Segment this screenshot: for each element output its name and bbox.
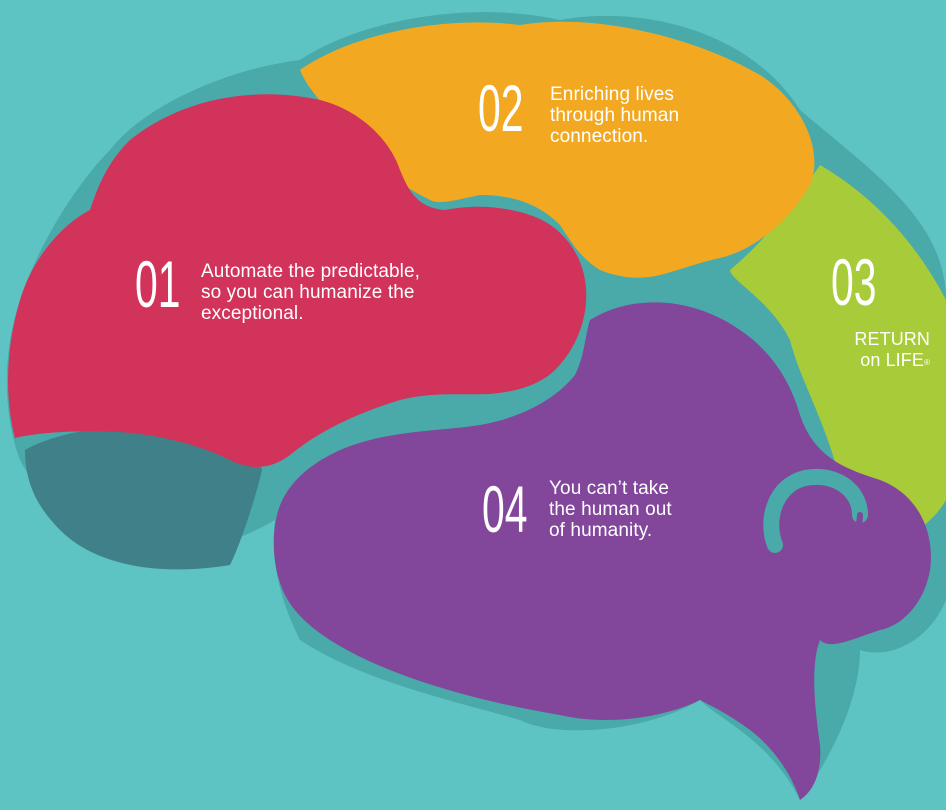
lobe-01-shape (8, 94, 587, 467)
lobe-03-caption: RETURN on LIFE® (808, 329, 930, 371)
registered-mark: ® (924, 358, 930, 367)
lobe-02-caption: Enriching lives through human connection… (550, 84, 679, 147)
lobe-04-line-1: You can’t take (549, 478, 670, 499)
lobe-04-number: 04 (482, 472, 528, 546)
lobe-03-number: 03 (831, 245, 877, 319)
lobe-04-shape (273, 302, 931, 800)
brainstem-lobe (25, 426, 262, 570)
lobe-04-caption: You can’t take the human out of humanity… (549, 478, 672, 541)
lobe-03-shape (730, 165, 946, 545)
lobe-03-line-2-wrap: on LIFE® (808, 350, 930, 371)
lobe-02-line-2: through human (550, 105, 680, 126)
lobe-03-line-2: on LIFE (860, 350, 924, 370)
lobe-03-line-1: RETURN (854, 329, 930, 349)
lobe-01-line-3: exceptional. (201, 303, 304, 324)
lobe-01-line-1: Automate the predictable, (201, 261, 421, 282)
lobe-04-swirl-inner (839, 512, 863, 543)
lobe-01-caption: Automate the predictable, so you can hum… (201, 261, 420, 324)
lobe-04-line-2: the human out (549, 499, 672, 520)
lobe-04-swirl (763, 468, 868, 553)
lobe-02-line-3: connection. (550, 126, 649, 147)
lobe-01-line-2: so you can humanize the (201, 282, 415, 303)
lobe-02-line-1: Enriching lives (550, 84, 674, 105)
lobe-02-number: 02 (478, 71, 524, 145)
lobe-04-line-3: of humanity. (549, 520, 653, 541)
lobe-01-number: 01 (135, 247, 181, 321)
lobe-02-shape (300, 21, 815, 278)
